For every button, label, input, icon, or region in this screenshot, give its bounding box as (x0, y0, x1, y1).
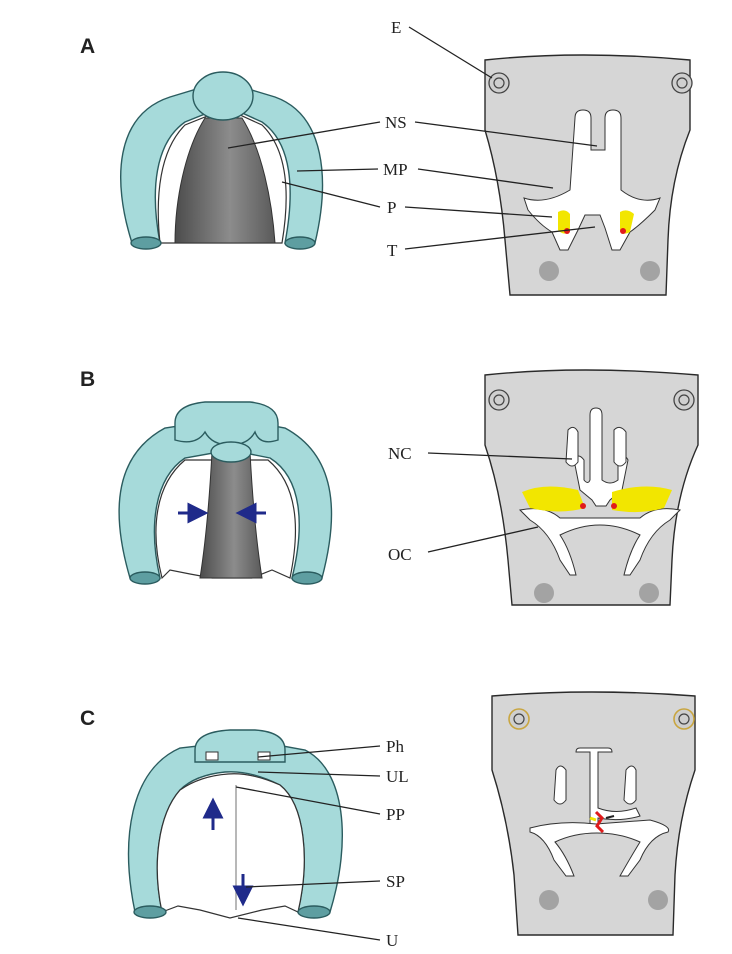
label-ns: NS (385, 113, 407, 132)
eye-left-b (489, 390, 509, 410)
label-u: U (386, 931, 398, 950)
eye-right-c (674, 709, 694, 729)
arch-end-right-b (292, 572, 322, 584)
label-nc: NC (388, 444, 412, 463)
label-sp: SP (386, 872, 405, 891)
palatal-shelf-right-b (612, 486, 672, 512)
label-t: T (387, 241, 398, 260)
label-mp: MP (383, 160, 408, 179)
label-p: P (387, 198, 396, 217)
frontonasal-prominence-b (175, 402, 278, 445)
arch-end-left-b (130, 572, 160, 584)
palatal-shelf-left-b (522, 486, 585, 511)
panel-a-schematic (121, 72, 323, 249)
arch-end-left-a (131, 237, 161, 249)
panel-b-section (485, 370, 698, 605)
panel-c-section (492, 692, 695, 935)
eye-right-a (672, 73, 692, 93)
panel-c-schematic (129, 730, 343, 918)
panel-label-a: A (80, 35, 95, 58)
label-pp: PP (386, 805, 405, 824)
label-ph: Ph (386, 737, 404, 756)
eye-left-c (509, 709, 529, 729)
label-e: E (391, 18, 401, 37)
panel-label-b: B (80, 368, 95, 391)
label-oc: OC (388, 545, 412, 564)
panel-label-c: C (80, 707, 95, 730)
panel-b-schematic (119, 402, 331, 584)
arch-end-right-c (298, 906, 330, 918)
label-ul: UL (386, 767, 409, 786)
eye-right-b (674, 390, 694, 410)
panel-a-section (485, 55, 692, 295)
eye-left-a (489, 73, 509, 93)
frontonasal-prominence-a (193, 72, 253, 120)
arch-end-right-a (285, 237, 315, 249)
septum-top-b (211, 442, 251, 462)
arch-end-left-c (134, 906, 166, 918)
